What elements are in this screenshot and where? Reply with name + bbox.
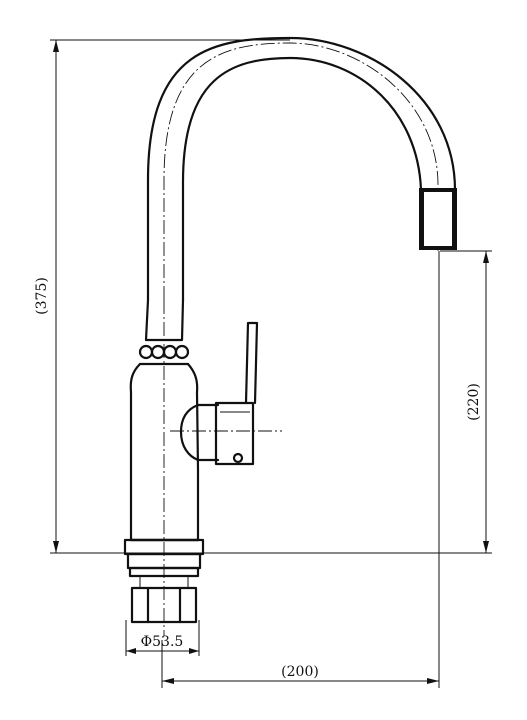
neck-collar xyxy=(138,298,190,366)
arrow-up xyxy=(483,251,489,263)
dimension-spout-height: (220) xyxy=(440,250,492,553)
spout-center-line xyxy=(163,42,439,300)
cartridge-housing xyxy=(214,401,255,466)
dimension-base-diameter: Φ53.5 xyxy=(125,620,200,656)
base-assembly xyxy=(123,538,205,624)
collar-beads xyxy=(138,344,190,360)
handle-hub xyxy=(179,403,200,462)
arrow-left xyxy=(126,648,136,654)
spout-inner-edge xyxy=(181,56,423,302)
spout-outer-edge xyxy=(146,36,457,302)
spout xyxy=(146,36,457,302)
center-lines xyxy=(163,42,439,636)
lever-handle xyxy=(179,321,259,466)
arrow-up xyxy=(53,40,59,52)
arrow-left xyxy=(162,678,174,684)
spout-nozzle-inner xyxy=(424,192,452,246)
set-screw xyxy=(232,452,244,464)
arrow-down xyxy=(53,541,59,553)
neck xyxy=(144,298,185,342)
base-diameter-label: Φ53.5 xyxy=(141,634,184,650)
washer xyxy=(128,566,200,578)
lever xyxy=(244,321,259,405)
arrow-right xyxy=(189,648,199,654)
total-height-label: (375) xyxy=(34,277,50,315)
dimension-total-height: (375) xyxy=(34,39,492,554)
arrow-right xyxy=(427,678,439,684)
mounting-nut xyxy=(130,586,198,624)
reach-label: (200) xyxy=(281,664,319,680)
spout-height-label: (220) xyxy=(466,383,482,421)
arrow-down xyxy=(483,541,489,553)
dimension-reach: (200) xyxy=(161,251,440,688)
